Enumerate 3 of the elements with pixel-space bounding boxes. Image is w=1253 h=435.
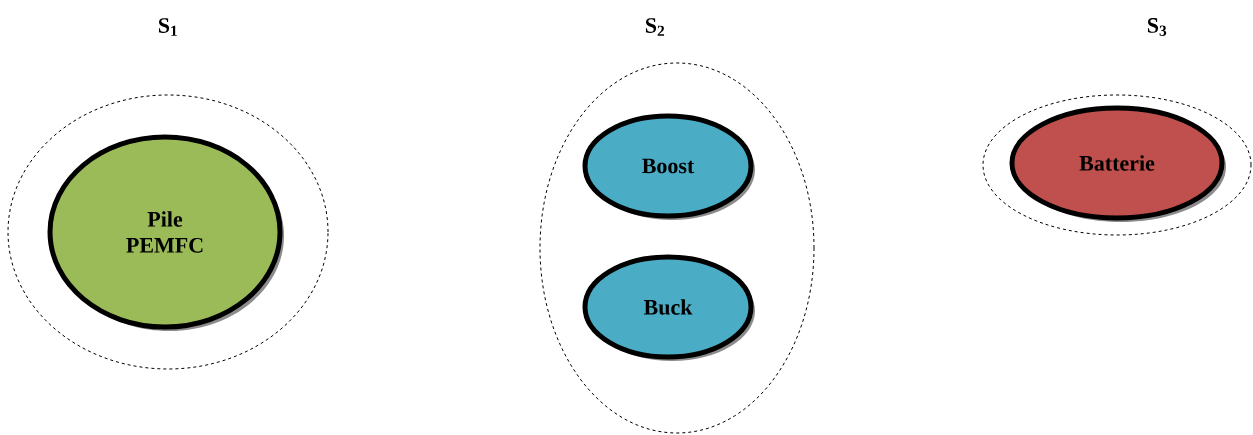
group-label: S$_{2}$ — [645, 18, 665, 36]
group-label: S$_{3}$ — [1147, 18, 1167, 36]
group-label: S$_{1}$ — [158, 18, 177, 36]
